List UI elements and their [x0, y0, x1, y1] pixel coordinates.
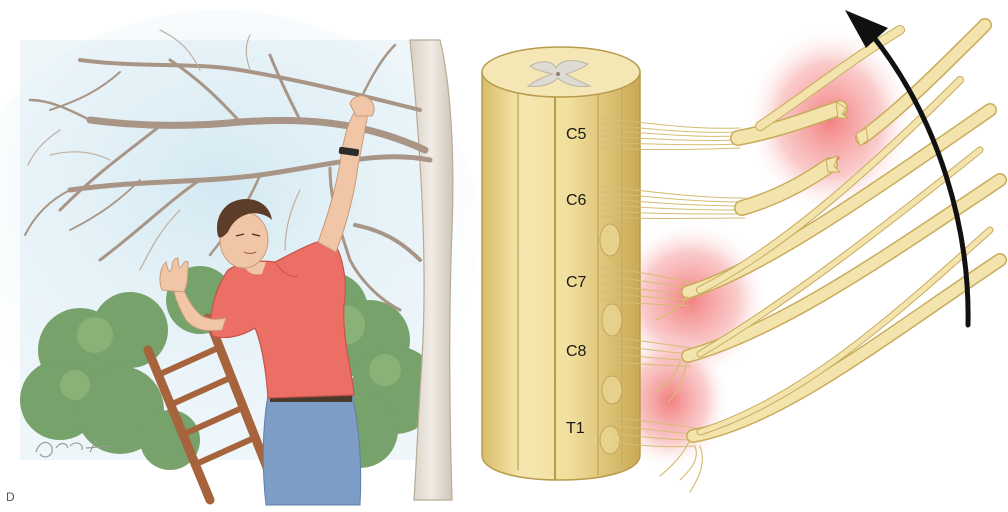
jeans — [263, 395, 361, 505]
spinal-level-c6-label: C6 — [566, 192, 586, 210]
spinal-level-c5-label: C5 — [566, 126, 586, 144]
spinal-level-c7-label: C7 — [566, 274, 586, 292]
spinal-cord-diagram — [482, 25, 1000, 492]
spinal-cord — [482, 47, 640, 480]
spinal-level-t1-label: T1 — [566, 420, 585, 438]
spinal-level-c8-label: C8 — [566, 343, 586, 361]
panel-corner-mark: D — [6, 490, 15, 504]
hanging-boy-scene — [0, 10, 480, 505]
